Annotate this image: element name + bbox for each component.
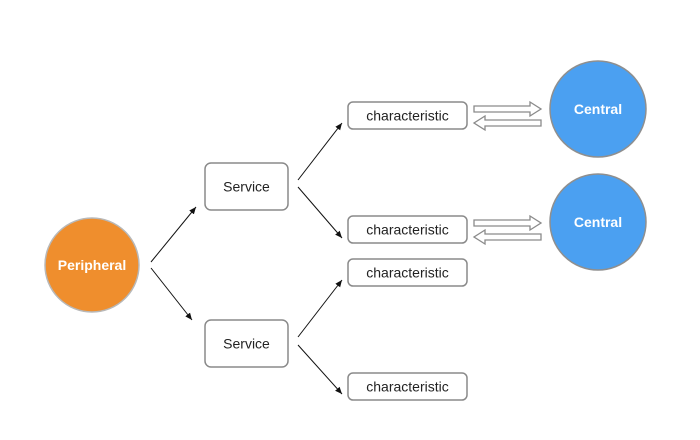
characteristic-node-3: characteristic: [347, 258, 468, 287]
edge-peripheral-to-service-1: [150, 206, 197, 263]
central-label: Central: [574, 214, 622, 230]
characteristic-label: characteristic: [366, 222, 448, 238]
arrow-left-icon: [472, 228, 542, 246]
characteristic-node-4: characteristic: [347, 372, 468, 401]
bidirectional-arrow-2: [472, 214, 543, 246]
edge-service-1-to-characteristic-2: [297, 186, 343, 239]
central-node-1: Central: [549, 60, 647, 158]
peripheral-node: Peripheral: [44, 217, 140, 313]
edge-peripheral-to-service-2: [150, 267, 193, 321]
central-node-2: Central: [549, 173, 647, 271]
peripheral-label: Peripheral: [58, 257, 126, 273]
arrow-left-icon: [472, 114, 542, 132]
service-label: Service: [223, 336, 270, 352]
bidirectional-arrow-1: [472, 100, 543, 132]
edge-service-2-to-characteristic-3: [297, 279, 343, 338]
edge-service-2-to-characteristic-4: [297, 344, 343, 395]
characteristic-label: characteristic: [366, 108, 448, 124]
arrow-right-icon: [473, 100, 543, 118]
service-node-1: Service: [204, 162, 289, 211]
characteristic-label: characteristic: [366, 265, 448, 281]
edge-service-1-to-characteristic-1: [297, 122, 343, 181]
service-label: Service: [223, 179, 270, 195]
central-label: Central: [574, 101, 622, 117]
characteristic-node-1: characteristic: [347, 101, 468, 130]
service-node-2: Service: [204, 319, 289, 368]
characteristic-node-2: characteristic: [347, 215, 468, 244]
arrow-right-icon: [473, 214, 543, 232]
characteristic-label: characteristic: [366, 379, 448, 395]
